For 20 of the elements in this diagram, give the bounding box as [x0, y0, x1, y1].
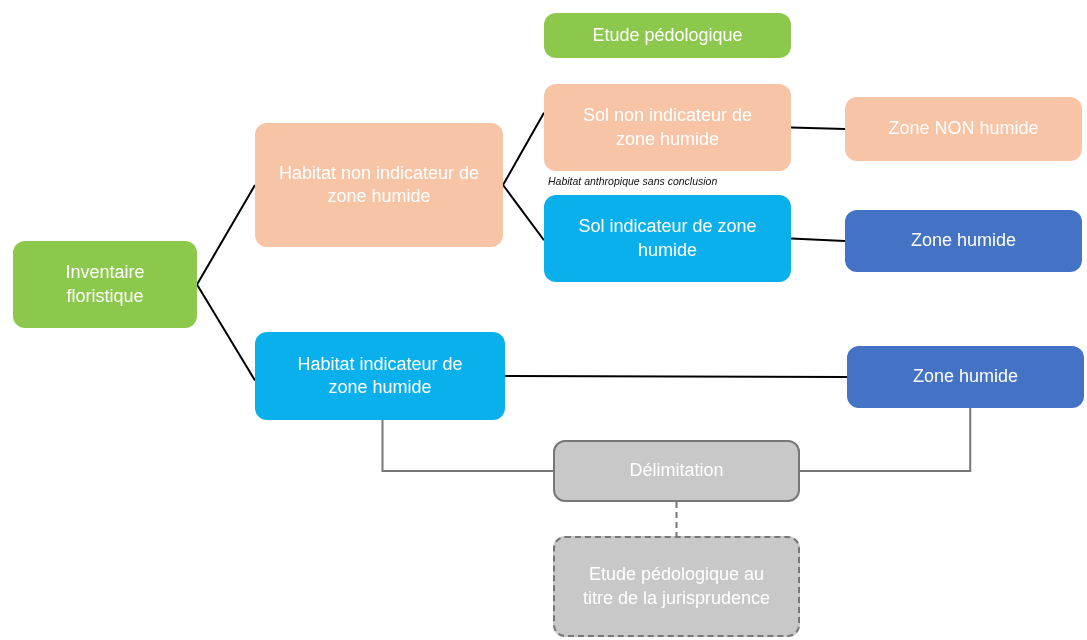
connector-line: [799, 407, 972, 472]
connector-line: [502, 111, 545, 186]
process-box: Sol indicateur de zone humide: [544, 195, 791, 282]
process-box: Zone humide: [845, 210, 1082, 272]
process-box: Zone NON humide: [845, 97, 1082, 161]
note-text: Habitat anthropique sans conclusion: [548, 175, 718, 187]
connector-line: [502, 184, 545, 242]
connector-line: [196, 184, 256, 286]
process-box: Habitat non indicateur de zone humide: [255, 123, 503, 247]
connector-line: [504, 375, 848, 378]
dashed-connector: [675, 501, 678, 537]
connector-line: [196, 283, 256, 382]
connector-line: [790, 237, 846, 242]
process-box: Etude pédologique: [544, 13, 791, 58]
process-box: Sol non indicateur de zone humide: [544, 84, 791, 171]
process-box: Zone humide: [847, 346, 1084, 408]
connector-line: [381, 419, 554, 472]
connector-line: [790, 126, 846, 130]
process-box: Habitat indicateur de zone humide: [255, 332, 505, 420]
process-box: Inventaire floristique: [13, 241, 197, 328]
